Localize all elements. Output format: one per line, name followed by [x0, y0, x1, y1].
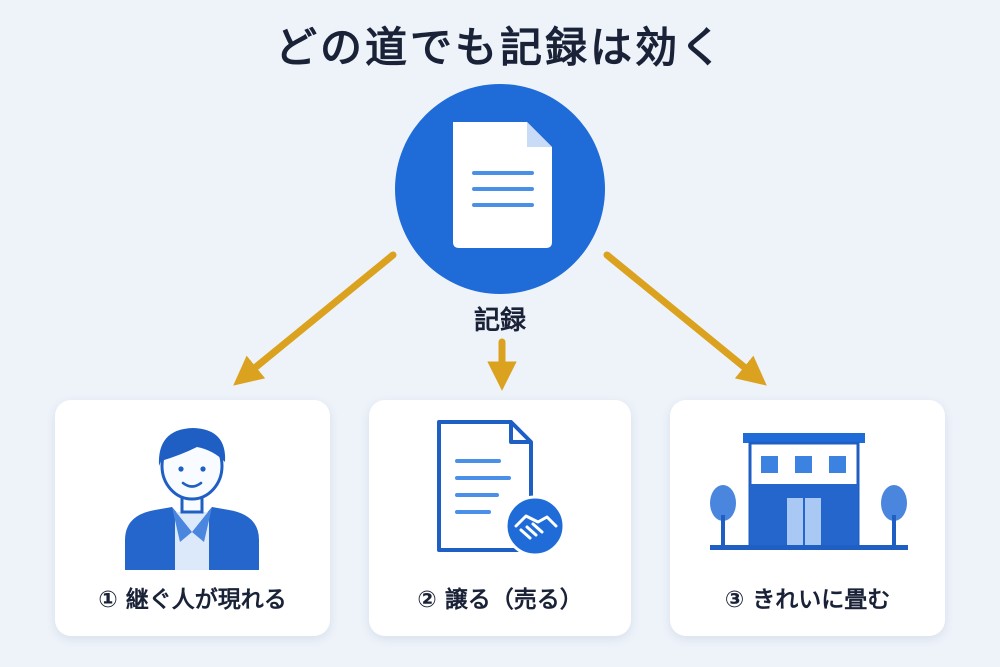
- option-label-transfer: ② 譲る（売る）: [417, 587, 583, 613]
- building-icon: [710, 433, 908, 550]
- arrow-right: [603, 251, 767, 386]
- diagram-title: どの道でも記録は効く: [274, 23, 725, 72]
- option-label-close: ③ きれいに畳む: [724, 587, 891, 613]
- record-label: 記録: [473, 306, 526, 336]
- option-card-transfer: ② 譲る（売る）: [369, 400, 631, 636]
- document-icon: [453, 122, 552, 248]
- document-handshake-icon: [437, 420, 566, 557]
- record-circle: [395, 84, 605, 294]
- arrow-left: [233, 251, 397, 386]
- option-label-successor: ① 継ぐ人が現れる: [98, 587, 287, 613]
- person-icon: [125, 428, 259, 570]
- option-card-successor: ① 継ぐ人が現れる: [55, 400, 330, 636]
- option-card-close: ③ きれいに畳む: [670, 400, 945, 636]
